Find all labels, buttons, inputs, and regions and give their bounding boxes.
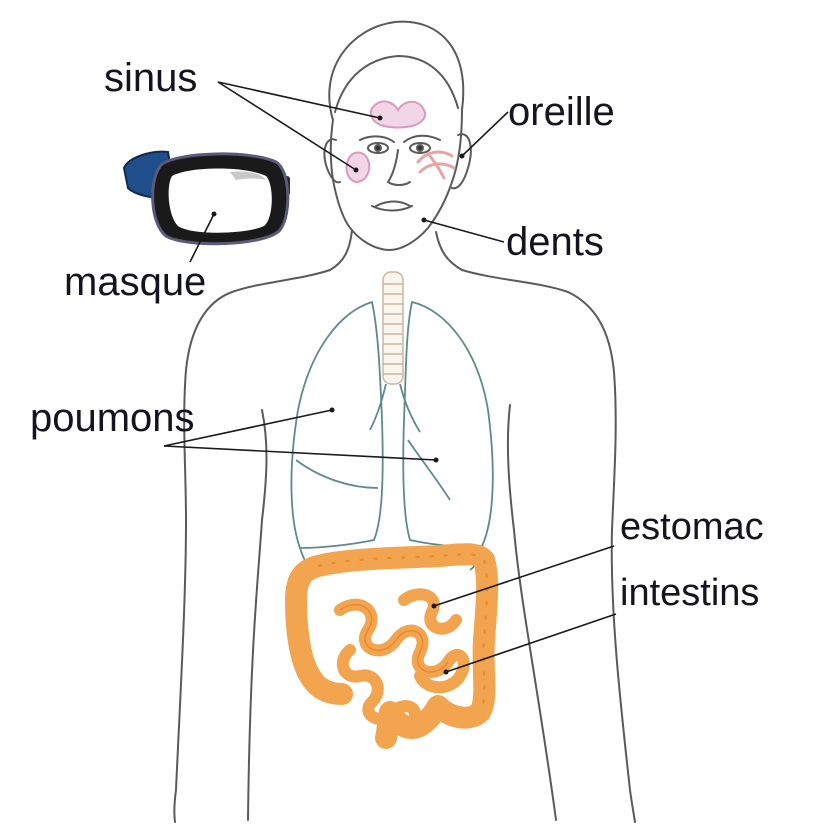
right-inner-arm: [506, 404, 557, 821]
trachea: [382, 271, 404, 385]
large-intestine-ridges: [317, 553, 489, 713]
label-dents: dents: [506, 220, 604, 264]
leader-lines: [163, 81, 617, 673]
body-outline: [173, 20, 636, 823]
left-pupil: [374, 144, 382, 152]
masque-icon: [122, 150, 290, 246]
right-bronchus: [399, 383, 421, 433]
left-shoulder: [173, 269, 331, 823]
right-ear-outline: [451, 133, 472, 190]
label-intestins: intestins: [620, 572, 760, 614]
large-intestine: [285, 543, 499, 749]
left-bronchus: [369, 383, 387, 431]
frontal-sinus: [370, 100, 426, 129]
mask-glass-shade: [230, 171, 266, 180]
oreille-line: [461, 111, 509, 157]
poumons-line-1: [163, 409, 333, 447]
left-lobe-line: [295, 459, 379, 489]
right-lobe-line: [407, 439, 451, 501]
label-estomac: estomac: [620, 506, 764, 548]
neck-right: [435, 231, 463, 271]
sinus-organs: [345, 100, 426, 184]
mouth: [371, 200, 413, 212]
sinus-line-1: [217, 81, 381, 119]
sinus-line-2: [217, 81, 357, 171]
dents-line: [423, 219, 505, 243]
left-eye: [367, 142, 389, 154]
label-sinus: sinus: [104, 56, 198, 100]
head-outline: [328, 20, 465, 251]
left-brow: [359, 135, 395, 143]
masque-line: [189, 213, 215, 263]
mask-glass: [168, 168, 272, 233]
label-masque: masque: [64, 260, 207, 304]
left-ear: [323, 138, 341, 184]
ear-canal: [416, 150, 456, 180]
maxillary-sinus: [345, 151, 371, 184]
leader-dots: [211, 115, 465, 675]
neck-left: [329, 229, 353, 271]
left-lung: [290, 301, 384, 549]
label-poumons: poumons: [30, 396, 195, 440]
label-oreille: oreille: [508, 90, 615, 134]
right-pupil: [416, 144, 424, 152]
right-lung: [402, 301, 494, 548]
poumons-line-2: [163, 445, 437, 461]
left-inner-arm: [247, 409, 268, 821]
right-shoulder: [461, 269, 636, 823]
right-eye: [409, 142, 431, 154]
nose: [387, 149, 411, 186]
estomac-line: [433, 545, 615, 607]
right-brow: [403, 134, 441, 143]
small-intestine-edge: [339, 604, 449, 673]
intestines: [285, 543, 499, 749]
intestins-line: [445, 613, 617, 673]
hairline: [334, 55, 459, 113]
